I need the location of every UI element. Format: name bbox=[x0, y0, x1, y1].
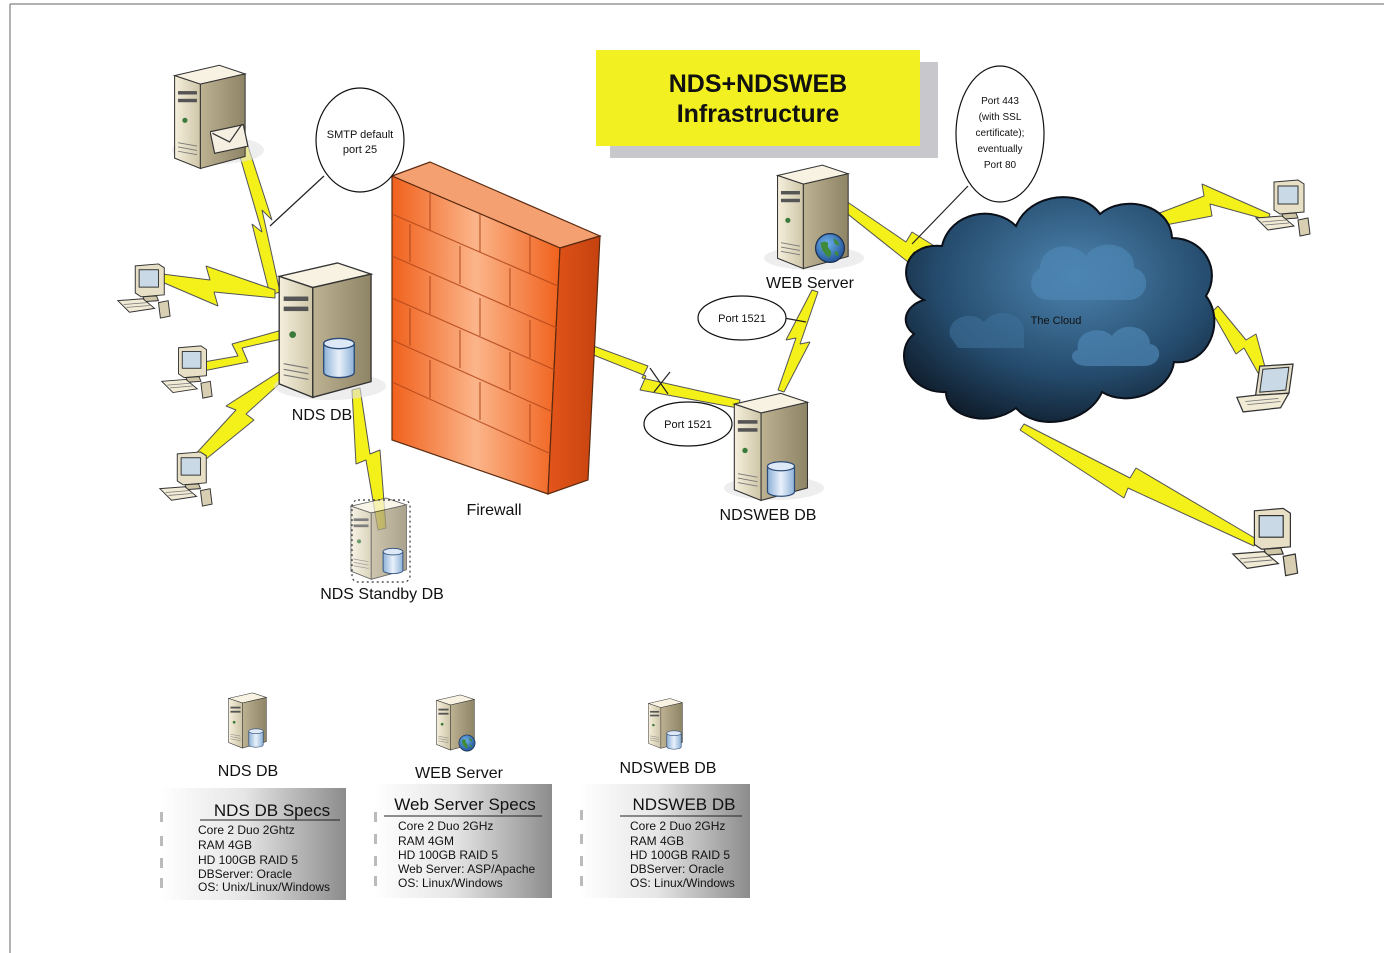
globe-icon bbox=[814, 233, 846, 263]
pc-icon-left-top bbox=[117, 263, 171, 319]
firewall-label: Firewall bbox=[466, 502, 521, 519]
port1521-lower-label: Port 1521 bbox=[664, 419, 712, 431]
cloud-shape bbox=[903, 196, 1216, 423]
title-background bbox=[596, 50, 920, 146]
spec-line: HD 100GB RAID 5 bbox=[398, 848, 498, 862]
port443-leader bbox=[911, 185, 969, 245]
callouts: SMTP default port 25 Port 443 (with SSL … bbox=[315, 65, 1045, 447]
spec-title: NDSWEB DB bbox=[633, 795, 736, 814]
spec-title: NDS DB Specs bbox=[214, 801, 330, 820]
port1521-lower-callout bbox=[643, 401, 733, 447]
smtp-callout-line2: port 25 bbox=[343, 144, 377, 156]
lightning-firewall-ndsweb bbox=[585, 343, 741, 409]
spec-box-background bbox=[580, 784, 750, 898]
mail-server bbox=[172, 64, 264, 169]
title-line2: Infrastructure bbox=[677, 100, 840, 128]
laptop-icon bbox=[1236, 363, 1294, 413]
spec-box-ndsweb-db: NDSWEB DB Core 2 Duo 2GHz RAM 4GB HD 100… bbox=[580, 784, 750, 898]
callout-leaders bbox=[269, 175, 969, 395]
spec-line: OS: Linux/Windows bbox=[398, 876, 503, 890]
spec-line: Core 2 Duo 2GHz bbox=[398, 819, 493, 833]
legend-ndsweb-db-label: NDSWEB DB bbox=[620, 760, 717, 777]
standby-db-server: NDS Standby DB bbox=[320, 497, 444, 603]
smtp-leader bbox=[269, 175, 325, 227]
spec-line: OS: Linux/Windows bbox=[630, 876, 735, 890]
spec-line: Core 2 Duo 2Ghtz bbox=[198, 823, 295, 837]
legend-ndsweb-db-database-icon bbox=[666, 730, 682, 750]
database-icon bbox=[322, 337, 356, 379]
legend-nds-db-database-icon bbox=[248, 728, 264, 748]
title-box: NDS+NDSWEB Infrastructure bbox=[596, 50, 938, 158]
legend-nds-db-label: NDS DB bbox=[218, 763, 278, 780]
spec-box-background bbox=[160, 788, 346, 900]
spec-line: HD 100GB RAID 5 bbox=[630, 848, 730, 862]
pc-icon-right-bottom bbox=[1232, 507, 1299, 577]
spec-line: DBServer: Oracle bbox=[198, 867, 292, 881]
mail-server-icon bbox=[174, 64, 246, 169]
web-server: WEB Server bbox=[764, 164, 864, 292]
port443-line5: Port 80 bbox=[984, 160, 1017, 171]
spec-line: Web Server: ASP/Apache bbox=[398, 862, 536, 876]
port443-line1: Port 443 bbox=[981, 96, 1019, 107]
spec-line: OS: Unix/Linux/Windows bbox=[198, 880, 330, 894]
nds-db-server: NDS DB bbox=[274, 262, 386, 424]
lightning-cloud-pc-bottom bbox=[1019, 423, 1259, 547]
nds-db-server-icon bbox=[278, 262, 372, 398]
ndsweb-db-server: NDSWEB DB bbox=[720, 392, 824, 524]
port443-callout bbox=[955, 65, 1045, 203]
port443-line3: certificate); bbox=[976, 128, 1025, 139]
standby-database-icon bbox=[382, 547, 404, 575]
nds-db-label: NDS DB bbox=[292, 407, 352, 424]
standby-db-label: NDS Standby DB bbox=[320, 586, 444, 603]
pc-icon-right-top bbox=[1255, 179, 1311, 237]
firewall: Firewall bbox=[390, 161, 602, 519]
spec-line: RAM 4GM bbox=[398, 834, 454, 848]
lightning-ndsweb-web bbox=[777, 289, 819, 393]
spec-title: Web Server Specs bbox=[394, 795, 535, 814]
spec-line: Core 2 Duo 2GHz bbox=[630, 819, 725, 833]
spec-line: DBServer: Oracle bbox=[630, 862, 724, 876]
smtp-callout bbox=[315, 87, 405, 193]
ndsweb-db-label: NDSWEB DB bbox=[720, 507, 817, 524]
port1521-upper-callout bbox=[697, 295, 787, 341]
smtp-callout-line1: SMTP default bbox=[327, 129, 393, 141]
title-line1: NDS+NDSWEB bbox=[669, 70, 848, 98]
port1521-upper-leader bbox=[783, 317, 807, 323]
legend-web-server-label: WEB Server bbox=[415, 765, 504, 782]
lightning-mail-nds bbox=[237, 145, 281, 296]
spec-line: HD 100GB RAID 5 bbox=[198, 853, 298, 867]
port443-line4: eventually bbox=[977, 144, 1022, 155]
ndsweb-database-icon bbox=[766, 461, 796, 497]
web-server-label: WEB Server bbox=[766, 275, 855, 292]
cloud: The Cloud bbox=[903, 196, 1216, 423]
spec-line: RAM 4GB bbox=[198, 838, 252, 852]
spec-box-background bbox=[374, 784, 552, 898]
port1521-lower-leader-b bbox=[653, 371, 671, 393]
pc-icon-left-middle bbox=[161, 345, 213, 399]
lightning-pc1-nds bbox=[161, 265, 276, 307]
cloud-label: The Cloud bbox=[1031, 315, 1082, 327]
port1521-upper-label: Port 1521 bbox=[718, 313, 766, 325]
pc-icon-left-bottom bbox=[159, 451, 213, 507]
spec-box-nds-db: NDS DB Specs Core 2 Duo 2Ghtz RAM 4GB HD… bbox=[160, 788, 346, 900]
legend-icons: NDS DB WEB Server NDSWEB DB bbox=[218, 692, 717, 782]
spec-line: RAM 4GB bbox=[630, 834, 684, 848]
spec-box-web-server: Web Server Specs Core 2 Duo 2GHz RAM 4GM… bbox=[374, 784, 552, 898]
port443-line2: (with SSL bbox=[979, 112, 1022, 123]
port1521-lower-leader-a bbox=[649, 367, 669, 395]
legend-globe-icon bbox=[458, 734, 476, 752]
